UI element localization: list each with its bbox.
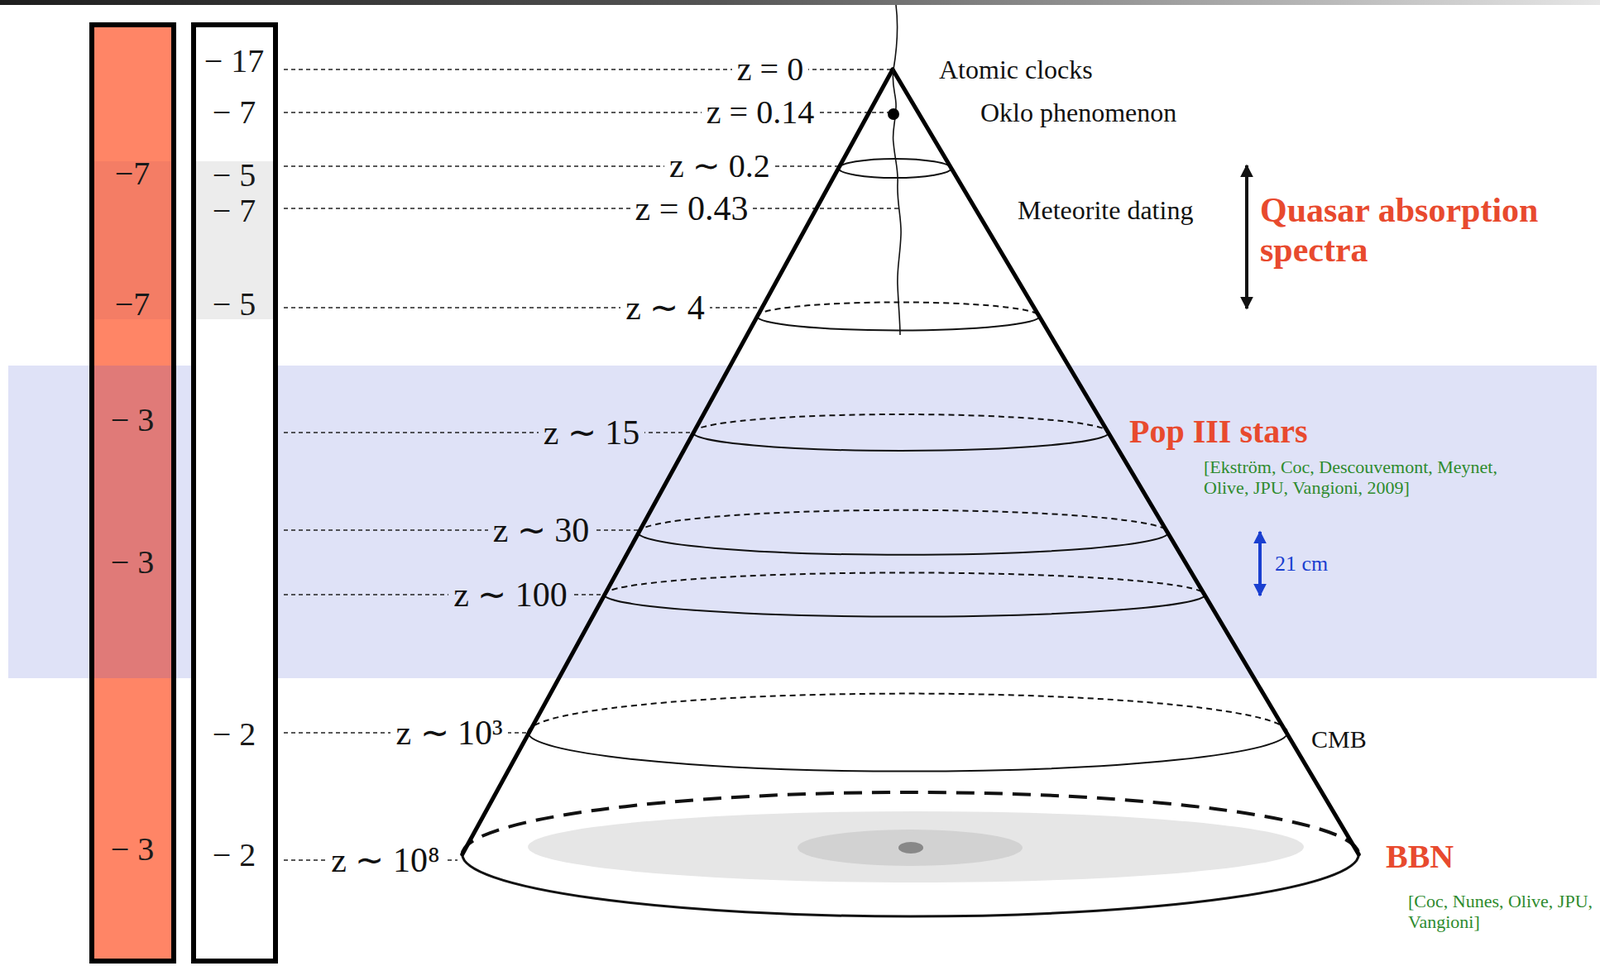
base-back [462, 792, 1360, 855]
probe-label: Atomic clocks [938, 54, 1093, 86]
disc-shade [797, 829, 1023, 867]
redshift-label: z = 0 [732, 50, 809, 89]
tick-value: − 17 [204, 44, 265, 78]
redshift-label: z ∼ 10⁸ [325, 840, 445, 881]
redshift-label: z ∼ 10³ [390, 713, 508, 753]
range-arrow [1245, 165, 1249, 309]
disc-shade [527, 811, 1304, 883]
redshift-label: z ∼ 15 [538, 412, 646, 453]
disc-center [898, 842, 924, 854]
slice-back [838, 158, 952, 169]
tick-value: − 5 [212, 287, 257, 321]
worldline [892, 4, 901, 336]
oklo-dot [887, 108, 900, 120]
column-band-overlap [94, 365, 172, 679]
slice-front [527, 732, 1288, 772]
probe-title: BBN [1385, 838, 1454, 877]
constraint-column: − 17− 7− 5− 7− 5− 2− 2 [191, 22, 278, 964]
tick-value: − 7 [212, 95, 257, 130]
tick-value: − 2 [212, 838, 257, 872]
redshift-label: z = 0.14 [701, 93, 820, 132]
redshift-label: z ∼ 30 [488, 510, 595, 551]
leader-line [283, 207, 900, 210]
column-fill [89, 22, 177, 964]
slice-front [603, 594, 1206, 618]
redshift-slices [462, 158, 1360, 917]
slice-front [693, 432, 1110, 451]
slice-back [527, 694, 1288, 733]
probe-title: Quasar absorption spectra [1259, 190, 1591, 271]
probe-label: 21 cm [1274, 551, 1328, 577]
probe-label: Meteorite dating [1017, 195, 1193, 226]
slice-back [603, 572, 1206, 595]
probe-label: CMB [1311, 725, 1367, 755]
redshift-label: z ∼ 4 [620, 287, 710, 328]
tick-value: − 3 [110, 403, 155, 437]
redshift-label: z ∼ 0.2 [664, 147, 776, 186]
cone-side [462, 69, 893, 855]
citation: [Coc, Nunes, Olive, JPU, Vangioni] [1408, 891, 1595, 934]
tick-value: − 7 [212, 194, 257, 228]
column-fill [191, 22, 278, 964]
slice-front [838, 168, 952, 179]
tick-value: − 5 [212, 158, 257, 192]
slice-back [693, 414, 1110, 433]
tick-value: − 2 [212, 718, 257, 752]
slice-back [637, 510, 1169, 533]
probe-title: Pop III stars [1129, 412, 1308, 451]
tick-value: − 3 [110, 546, 155, 580]
slice-front [637, 532, 1169, 556]
range-arrow [1258, 531, 1262, 596]
redshift-label: z = 0.43 [630, 188, 754, 229]
leader-lines [283, 69, 900, 861]
tick-value: − 3 [110, 833, 155, 867]
base-front [462, 854, 1360, 917]
tick-value: −7 [114, 157, 151, 191]
redshift-label: z ∼ 100 [448, 574, 573, 615]
constraint-column: −7 −7 − 3 − 3 − 3 [89, 22, 177, 964]
slice-front [756, 316, 1040, 331]
tick-value: −7 [114, 287, 151, 321]
probe-label: Oklo phenomenon [980, 97, 1177, 129]
top-bar [0, 0, 1600, 5]
citation: [Ekström, Coc, Descouvemont, Meynet, Oli… [1203, 456, 1543, 499]
